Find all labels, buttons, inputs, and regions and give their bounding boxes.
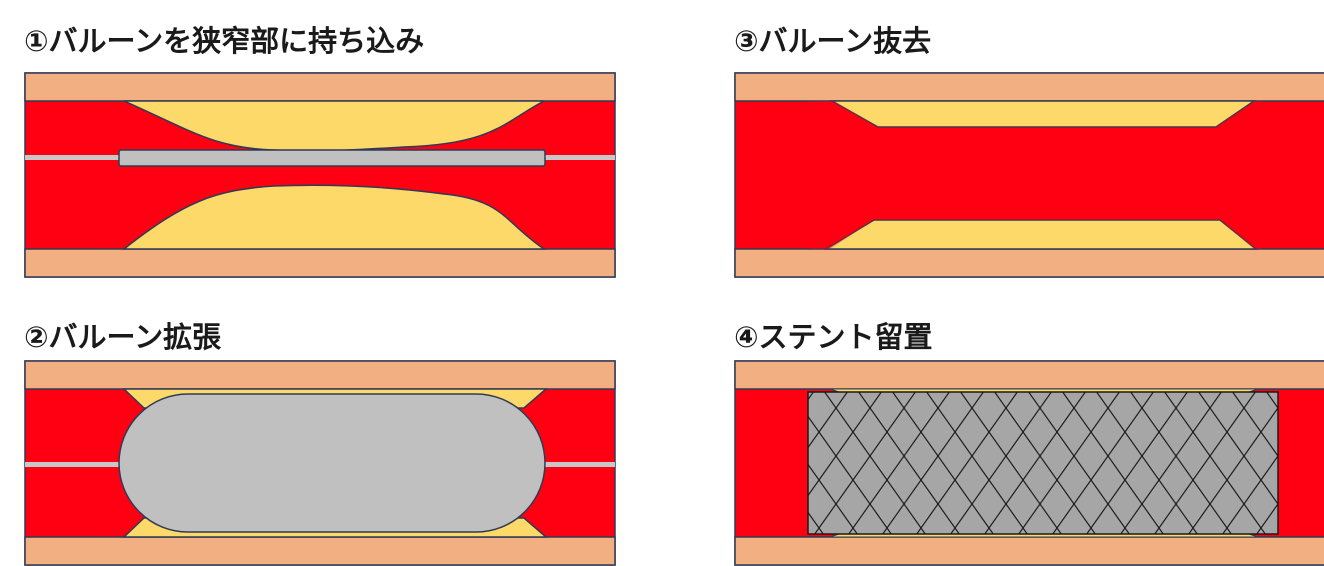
vessel-wall-bottom [24,536,616,566]
vessel-wall-bottom [24,248,616,278]
catheter-shape [118,149,546,167]
vessel-diagram-remove [734,72,1324,278]
inflated-balloon-shape [118,393,546,533]
plaque-bottom [121,184,547,250]
widened-lumen [805,101,1262,249]
plaque-bottom [823,219,1259,250]
vessel-wall-bottom [734,536,1324,566]
vessel-wall-top [734,72,1324,102]
panel-remove: ③バルーン抜去 [734,18,1324,280]
vessel-diagram-inflate [24,360,616,566]
vessel-diagram-stent [734,360,1324,566]
vessel-wall-top [24,72,616,102]
panel-stent: ④ステント留置 [734,314,1324,566]
stent-mesh [807,391,1279,535]
panel-insert: ①バルーンを狭窄部に持ち込み [24,18,664,280]
panel-title-inflate: ②バルーン拡張 [24,320,222,354]
panel-title-stent: ④ステント留置 [734,320,933,354]
vessel-wall-top [24,360,616,390]
vessel-wall-top [734,360,1324,390]
plaque-top [829,100,1257,128]
panel-title-remove: ③バルーン抜去 [734,24,932,58]
panel-inflate: ②バルーン拡張 [24,314,664,566]
panel-title-insert: ①バルーンを狭窄部に持ち込み [24,24,425,58]
vessel-wall-bottom [734,248,1324,278]
vessel-diagram-insert [24,72,616,278]
